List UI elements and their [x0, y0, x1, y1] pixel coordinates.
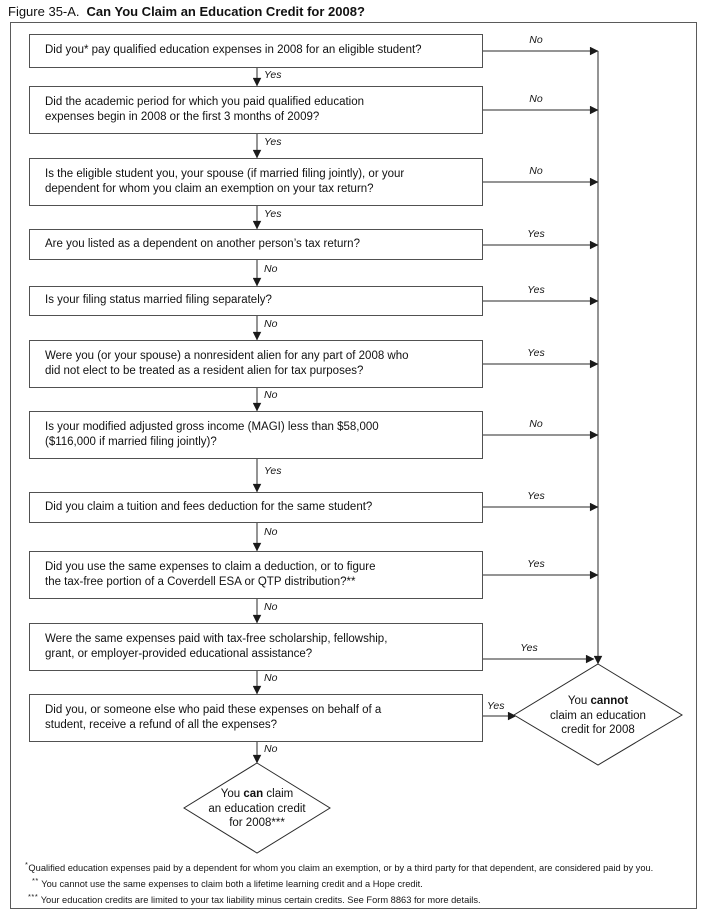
page-title: Figure 35-A. Can You Claim an Education C…: [8, 4, 365, 19]
footnote-2: ** You cannot use the same expenses to c…: [32, 876, 423, 889]
can-diamond-shape: [183, 762, 331, 854]
question-box-5: Is your filing status married filing sep…: [29, 286, 483, 316]
flowchart-frame: Did you* pay qualified education expense…: [10, 22, 697, 909]
down-label-11: No: [264, 743, 278, 755]
cannot-diamond-text: You cannot claim an education credit for…: [550, 695, 646, 736]
question-box-8: Did you claim a tuition and fees deducti…: [29, 492, 483, 523]
side-label-8: Yes: [527, 490, 545, 502]
question-box-10: Were the same expenses paid with tax-fre…: [29, 623, 483, 671]
question-box-6: Were you (or your spouse) a nonresident …: [29, 340, 483, 388]
question-box-4: Are you listed as a dependent on another…: [29, 229, 483, 260]
connector-layer: [183, 46, 683, 854]
down-label-9: No: [264, 601, 278, 613]
side-label-4: Yes: [527, 228, 545, 240]
side-label-11: Yes: [487, 700, 505, 712]
figure-title: Can You Claim an Education Credit for 20…: [86, 4, 365, 19]
question-box-1: Did you* pay qualified education expense…: [29, 34, 483, 68]
down-label-5: No: [264, 318, 278, 330]
side-label-10: Yes: [520, 642, 538, 654]
question-box-9: Did you use the same expenses to claim a…: [29, 551, 483, 599]
down-label-3: Yes: [264, 208, 282, 220]
side-label-2: No: [529, 93, 543, 105]
down-label-7: Yes: [264, 465, 282, 477]
down-label-2: Yes: [264, 136, 282, 148]
footnote-1: *Qualified education expenses paid by a …: [25, 860, 654, 873]
down-label-6: No: [264, 389, 278, 401]
down-label-1: Yes: [264, 69, 282, 81]
question-box-2: Did the academic period for which you pa…: [29, 86, 483, 134]
side-label-7: No: [529, 418, 543, 430]
side-label-9: Yes: [527, 558, 545, 570]
side-label-3: No: [529, 165, 543, 177]
down-label-4: No: [264, 263, 278, 275]
side-label-6: Yes: [527, 347, 545, 359]
side-label-5: Yes: [527, 284, 545, 296]
side-label-1: No: [529, 34, 543, 46]
question-box-11: Did you, or someone else who paid these …: [29, 694, 483, 742]
question-box-7: Is your modified adjusted gross income (…: [29, 411, 483, 459]
footnote-3: *** Your education credits are limited t…: [28, 892, 481, 905]
cannot-diamond-shape: [513, 663, 683, 766]
can-diamond-text: You can claim an education credit for 20…: [208, 788, 306, 829]
down-label-8: No: [264, 526, 278, 538]
figure-number: Figure 35-A.: [8, 4, 80, 19]
down-label-10: No: [264, 672, 278, 684]
question-box-3: Is the eligible student you, your spouse…: [29, 158, 483, 206]
